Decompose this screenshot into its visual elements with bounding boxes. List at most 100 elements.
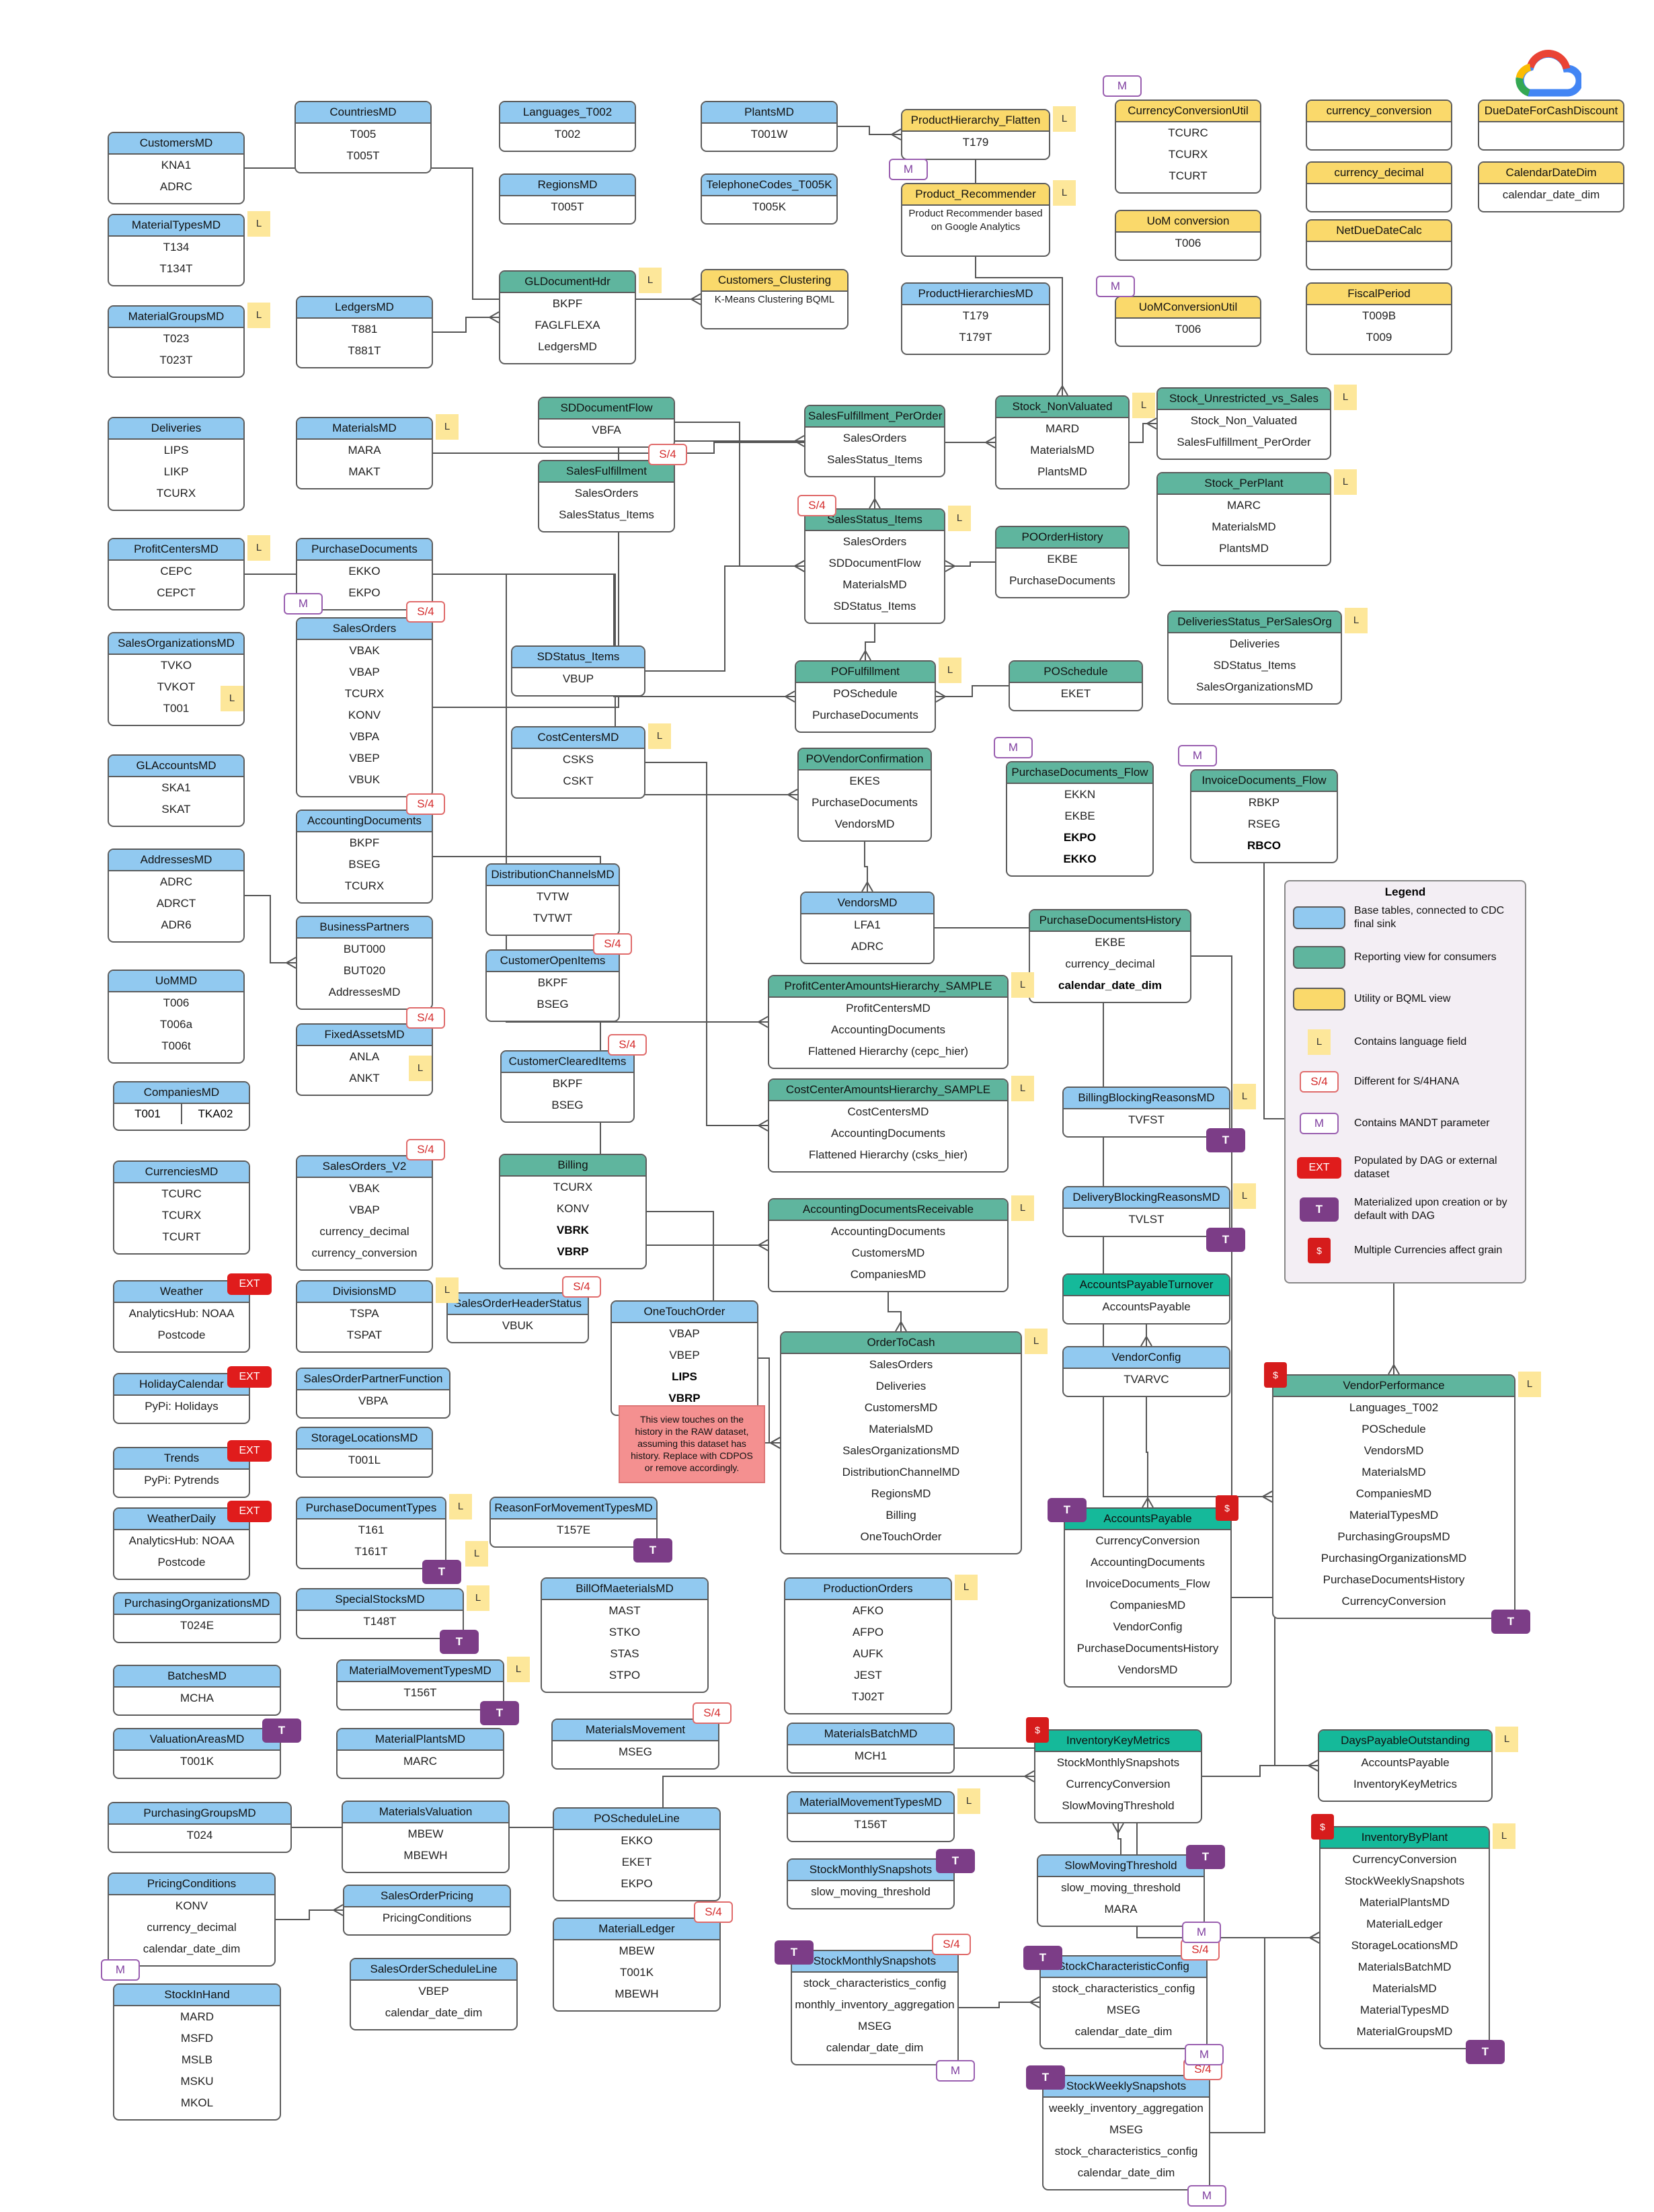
entity-currencydecimal[interactable]: currency_decimal: [1306, 161, 1452, 212]
entity-duedateforcashdiscount[interactable]: DueDateForCashDiscount: [1478, 100, 1624, 151]
entity-currencyconversion[interactable]: currency_conversion: [1306, 100, 1452, 151]
entity-netduedatecalc[interactable]: NetDueDateCalc: [1306, 219, 1452, 270]
